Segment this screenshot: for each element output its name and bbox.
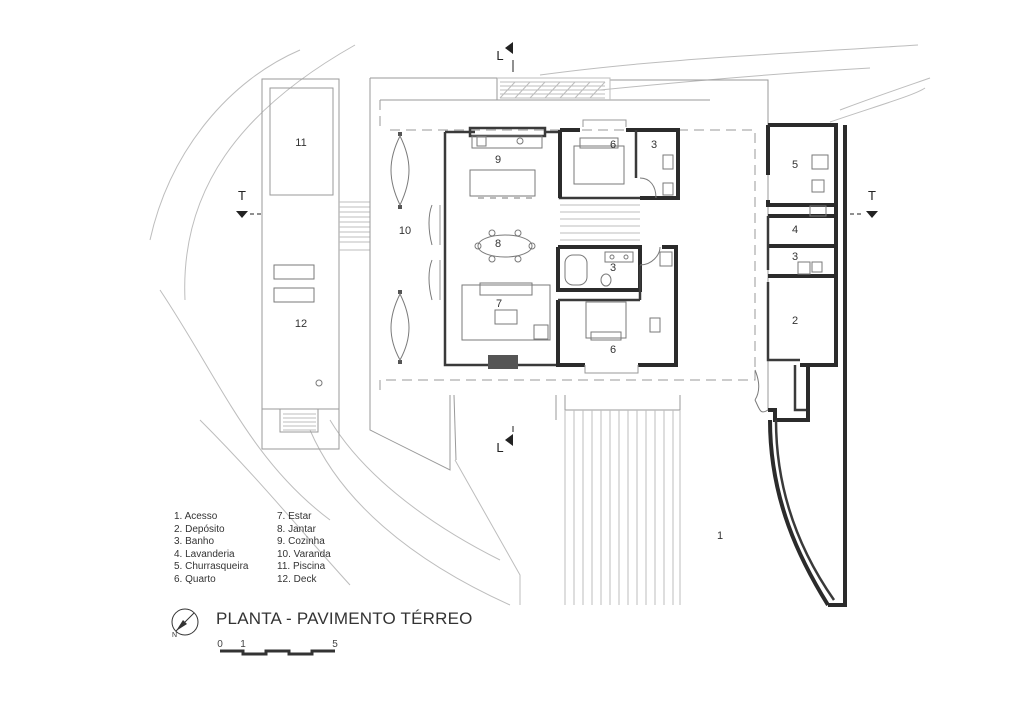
plan-title: PLANTA - PAVIMENTO TÉRREO — [216, 609, 473, 628]
legend-item: 9. Cozinha — [277, 536, 325, 547]
section-markers: L L T T — [236, 42, 878, 455]
room-number-6: 6 — [610, 344, 616, 356]
house-walls — [443, 126, 680, 369]
legend-item: 11. Piscina — [277, 561, 326, 572]
room-number-5: 5 — [792, 159, 798, 171]
room-number-8: 8 — [495, 238, 501, 250]
north-arrow-icon: N — [171, 608, 199, 639]
room-number-1: 1 — [717, 530, 723, 542]
deck-slats — [560, 204, 681, 605]
scale-label-5: 5 — [332, 639, 338, 650]
legend-item: 10. Varanda — [277, 548, 331, 560]
room-number-3: 3 — [651, 139, 657, 151]
legend-item: 12. Deck — [277, 573, 317, 585]
svg-text:N: N — [172, 632, 177, 639]
pool-deck-area — [261, 78, 371, 450]
room-number-9: 9 — [495, 154, 501, 166]
veranda-outline — [369, 77, 769, 471]
legend-item: 3. Banho — [174, 536, 215, 547]
furniture — [461, 135, 674, 341]
section-mark-right: T — [868, 188, 876, 203]
section-mark-left: T — [238, 188, 246, 203]
legend-item: 1. Acesso — [174, 511, 218, 522]
room-numbers: 1 2 3 3 3 4 5 6 6 7 8 9 10 11 12 — [295, 137, 798, 542]
room-number-10: 10 — [399, 225, 411, 237]
room-number-3: 3 — [792, 251, 798, 263]
legend-item: 5. Churrasqueira — [174, 561, 249, 572]
room-number-12: 12 — [295, 318, 307, 330]
room-number-3: 3 — [610, 262, 616, 274]
legend-item: 6. Quarto — [174, 573, 216, 585]
scale-label-1: 1 — [240, 639, 246, 650]
service-block — [766, 123, 847, 607]
room-number-7: 7 — [496, 298, 502, 310]
legend-right-column: 7. Estar 8. Jantar 9. Cozinha 10. Varand… — [277, 511, 331, 586]
section-mark-bottom: L — [496, 440, 503, 455]
room-number-6: 6 — [610, 139, 616, 151]
room-number-4: 4 — [792, 224, 798, 236]
room-number-11: 11 — [295, 137, 306, 149]
windows — [439, 119, 639, 374]
legend-item: 8. Jantar — [277, 523, 316, 535]
legend-left-column: 1. Acesso 2. Depósito 3. Banho 4. Lavand… — [174, 511, 248, 586]
section-mark-top: L — [496, 48, 503, 63]
legend-item: 7. Estar — [277, 511, 312, 522]
legend-item: 2. Depósito — [174, 523, 225, 535]
terrain-contours — [149, 44, 931, 606]
scale-label-0: 0 — [217, 639, 223, 650]
room-number-2: 2 — [792, 315, 798, 327]
scale-bar: 0 1 5 — [217, 639, 338, 656]
doors — [639, 177, 769, 413]
legend-item: 4. Lavanderia — [174, 548, 235, 560]
